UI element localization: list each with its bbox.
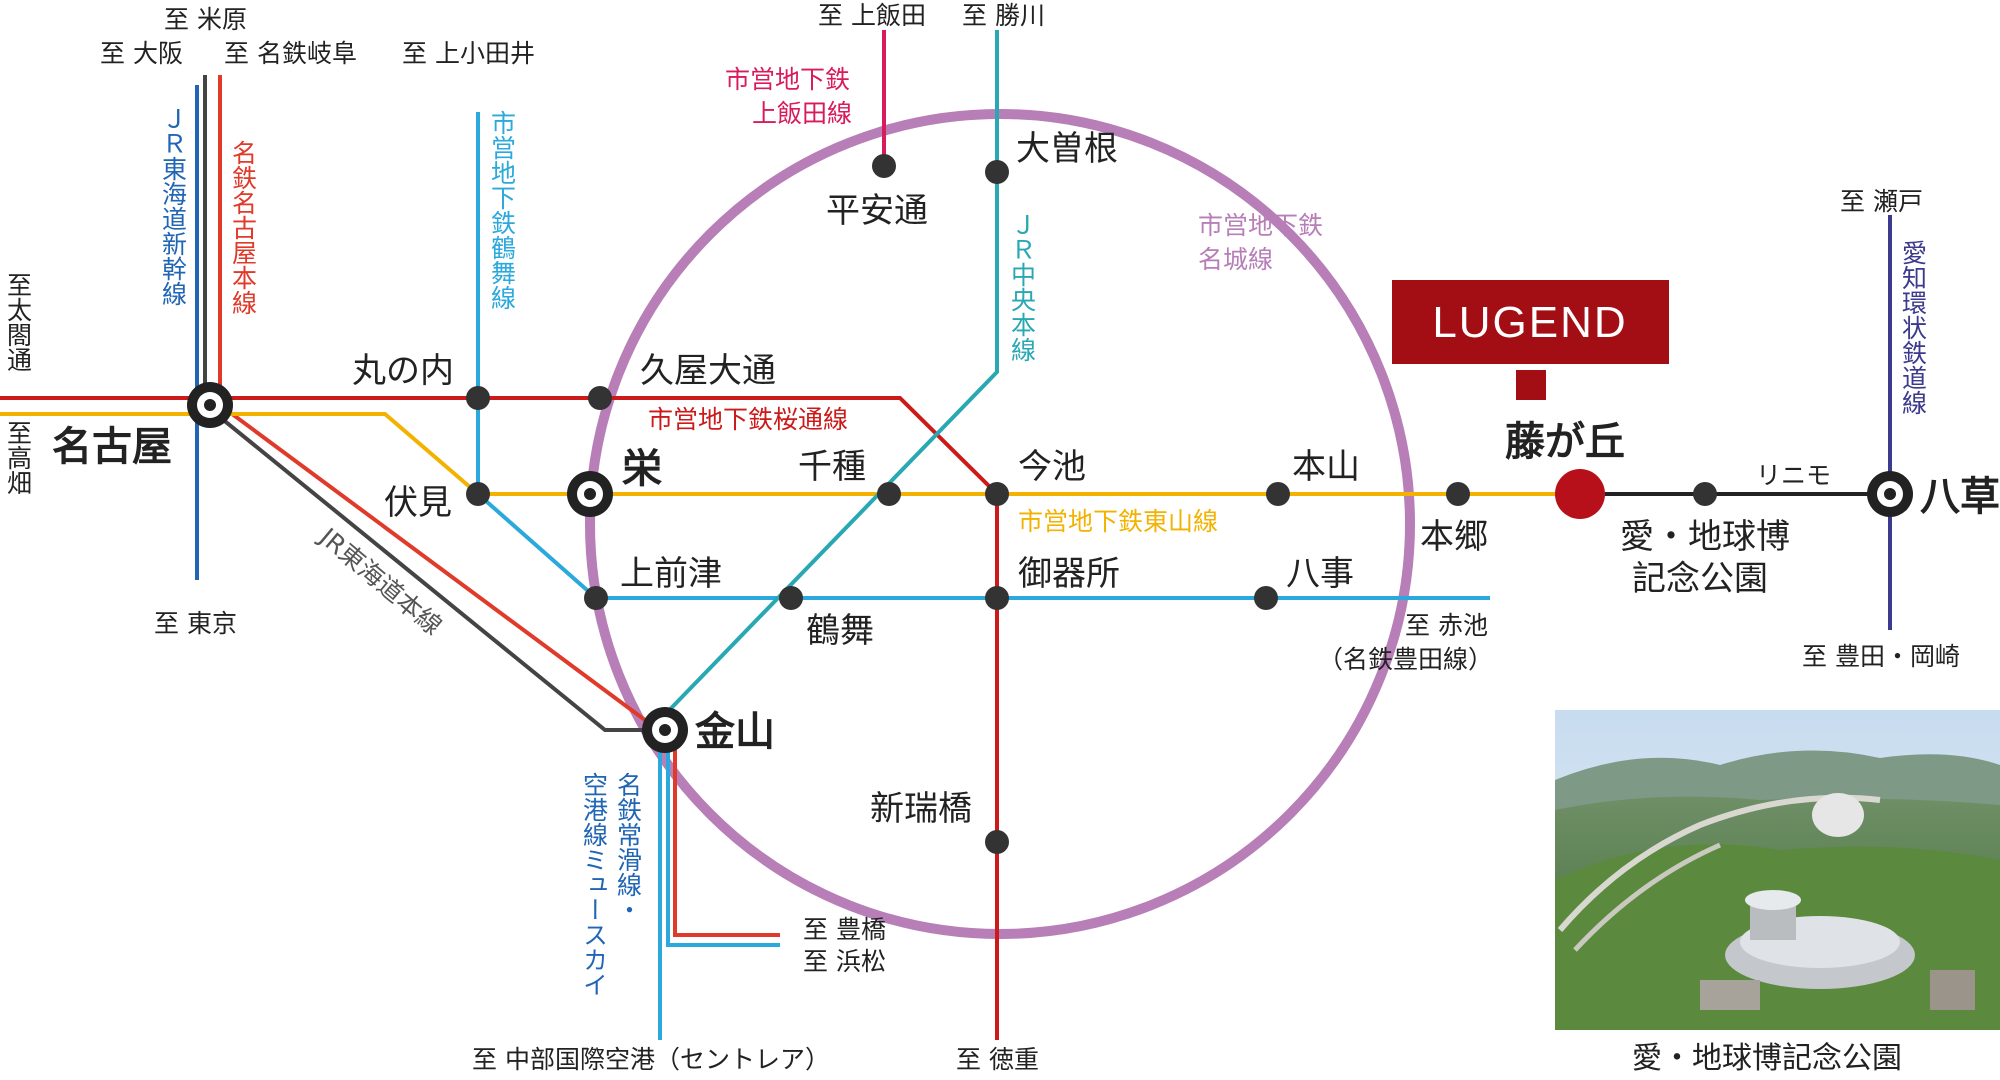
- dest-maibara: 至 米原: [164, 5, 247, 34]
- line-label-sakuradori: 市営地下鉄桜通線: [648, 405, 848, 434]
- line-label-tsurumai: 市営地下鉄鶴舞線: [488, 110, 517, 310]
- label-imaike: 今池: [1018, 447, 1086, 487]
- expo-park-photo: [1555, 710, 2000, 1030]
- label-kanayama: 金山: [694, 709, 775, 755]
- dest-centrair: 至 中部国際空港（セントレア）: [472, 1045, 830, 1074]
- station-dot-tsurumai: [779, 586, 803, 610]
- station-dot-shinmizuhashi: [985, 830, 1009, 854]
- label-kamimaezu: 上前津: [620, 554, 722, 594]
- hub-sakae: [567, 471, 613, 517]
- station-dot-heiando: [872, 154, 896, 178]
- station-dot-marunouchi: [466, 386, 490, 410]
- dest-akaike-1: 至 赤池: [1405, 611, 1488, 640]
- station-dot-fushimi: [466, 482, 490, 506]
- station-dot-chikusa: [877, 482, 901, 506]
- label-gokiso: 御器所: [1018, 554, 1120, 594]
- lugend-logo: LUGEND: [1392, 280, 1669, 400]
- station-dot-hongo: [1446, 482, 1470, 506]
- label-tsurumai: 鶴舞: [806, 611, 874, 651]
- station-dot-gokiso: [985, 586, 1009, 610]
- label-hongo: 本郷: [1420, 517, 1488, 557]
- label-nagoya: 名古屋: [52, 424, 172, 470]
- dest-kamiotai: 至 上小田井: [402, 39, 535, 68]
- label-ozone: 大曽根: [1016, 129, 1118, 169]
- label-chikusa: 千種: [798, 447, 866, 487]
- label-hisayaodori: 久屋大通: [640, 351, 776, 391]
- meijo-line-loop: [585, 109, 1415, 939]
- dest-takabata: 至高畑: [4, 420, 33, 495]
- line-label-meitetsu-nagoya: 名鉄名古屋本線: [229, 140, 258, 315]
- hub-yagusa: [1867, 471, 1913, 517]
- line-label-jr-tokaido: JR東海道本線: [313, 521, 448, 641]
- station-dot-hisayaodori: [588, 386, 612, 410]
- dest-kamiiida: 至 上飯田: [818, 1, 926, 30]
- dest-taikodori: 至太閤通: [4, 272, 33, 372]
- tsurumai-line: [476, 112, 1490, 600]
- station-dot-imaike: [985, 482, 1009, 506]
- station-dots: [466, 154, 1717, 854]
- label-motoyama: 本山: [1292, 447, 1360, 487]
- dest-toyota-okazaki: 至 豊田・岡崎: [1802, 642, 1960, 671]
- label-expo-park-2: 記念公園: [1632, 559, 1768, 599]
- dest-tokushige: 至 徳重: [956, 1045, 1039, 1074]
- jr-chuo-line: [648, 30, 999, 732]
- label-expo-park-1: 愛・地球博: [1620, 517, 1790, 557]
- line-label-meijo-2: 名城線: [1198, 245, 1273, 274]
- station-dot-yagoto: [1254, 586, 1278, 610]
- destination-labels: 至 米原 至 大阪 至 名鉄岐阜 至 上小田井 至 上飯田 至 勝川 至 東京 …: [4, 1, 1960, 1074]
- station-labels: 名古屋 栄 金山 藤が丘 八草 丸の内 久屋大通 伏見 千種 今池 本山 本郷 …: [52, 129, 2000, 829]
- label-heiando: 平安通: [826, 191, 928, 231]
- line-label-jr-chuo: ＪＲ中央本線: [1008, 212, 1037, 362]
- dest-toyohashi: 至 豊橋: [803, 915, 886, 944]
- label-fujigaoka: 藤が丘: [1505, 419, 1625, 465]
- lines-layer: [0, 30, 1892, 1040]
- dest-akaike-2: （名鉄豊田線）: [1318, 645, 1493, 674]
- label-yagusa: 八草: [1920, 474, 2000, 520]
- dest-kachigawa: 至 勝川: [962, 1, 1045, 30]
- label-fushimi: 伏見: [384, 483, 452, 523]
- label-sakae: 栄: [622, 446, 662, 492]
- station-dot-motoyama: [1266, 482, 1290, 506]
- hamamatsu-line: [666, 730, 780, 947]
- station-dot-ozone: [985, 160, 1009, 184]
- line-label-jr-shinkansen: ＪＲ東海道新幹線: [159, 106, 188, 306]
- dest-meitetsu-gifu: 至 名鉄岐阜: [224, 39, 357, 68]
- dest-tokyo: 至 東京: [154, 609, 237, 638]
- line-label-meijo-1: 市営地下鉄: [1198, 211, 1323, 240]
- line-label-meitetsu-airport-2: 空港線ミュースカイ: [580, 772, 609, 997]
- label-marunouchi: 丸の内: [352, 351, 454, 391]
- line-label-meitetsu-airport-1: 名鉄常滑線・: [614, 772, 643, 922]
- dest-seto: 至 瀬戸: [1840, 187, 1923, 216]
- line-label-higashiyama: 市営地下鉄東山線: [1018, 507, 1218, 536]
- lugend-logo-text: LUGEND: [1432, 298, 1627, 347]
- line-label-kamiiida-1: 市営地下鉄: [725, 65, 850, 94]
- line-label-linimo: リニモ: [1756, 461, 1831, 490]
- station-dot-kamimaezu: [584, 586, 608, 610]
- line-label-kamiiida-2: 上飯田線: [752, 99, 852, 128]
- station-dot-fujigaoka: [1555, 469, 1605, 519]
- sakuradori-line: [0, 396, 999, 1040]
- hub-kanayama: [642, 707, 688, 753]
- station-dot-expo-park: [1693, 482, 1717, 506]
- dest-osaka: 至 大阪: [100, 39, 183, 68]
- label-yagoto: 八事: [1286, 554, 1354, 594]
- photo-caption: 愛・地球博記念公園: [1632, 1041, 1902, 1076]
- label-shinmizuhashi: 新瑞橋: [870, 789, 972, 829]
- dest-hamamatsu: 至 浜松: [803, 947, 886, 976]
- hub-nagoya: [187, 382, 233, 428]
- line-label-aikan: 愛知環状鉄道線: [1899, 240, 1928, 415]
- jr-tokaido-line: [203, 75, 660, 732]
